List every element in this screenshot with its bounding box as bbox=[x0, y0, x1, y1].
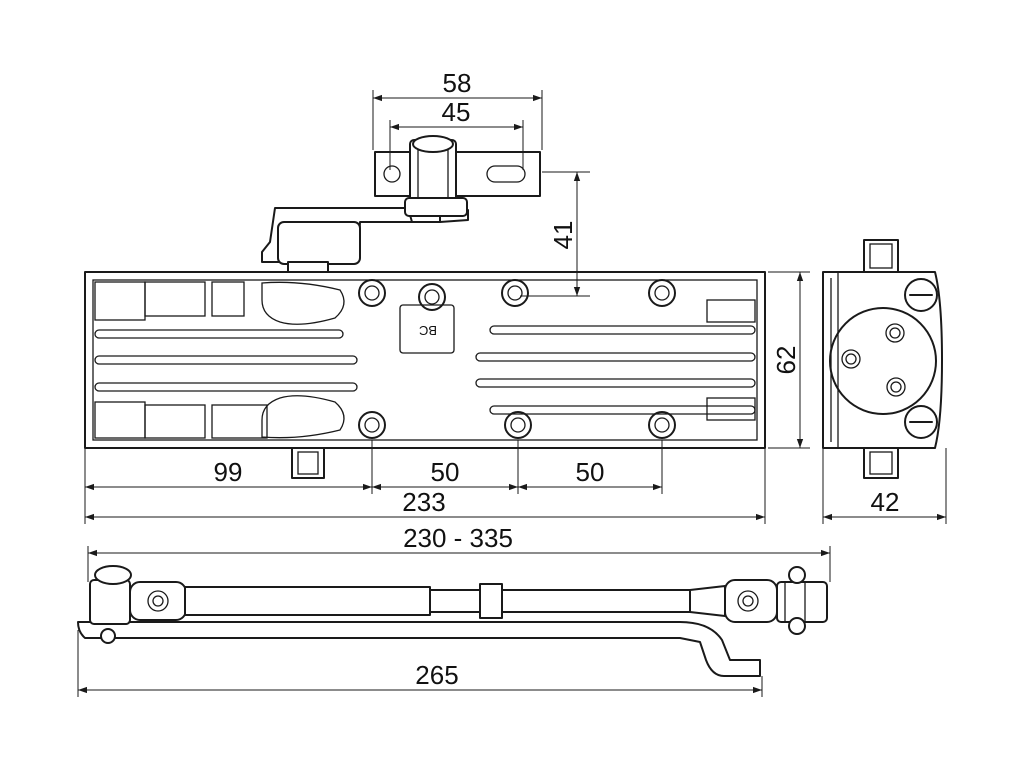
mounting-hole bbox=[418, 283, 446, 311]
closer-body-top-view: BC bbox=[84, 271, 766, 479]
dim-bracket-outer-width: 58 bbox=[443, 68, 472, 98]
dim-hole-spacing-1: 50 bbox=[431, 457, 460, 487]
mounting-hole bbox=[501, 279, 529, 307]
mounting-hole bbox=[358, 279, 386, 307]
dim-offset-first-hole: 99 bbox=[214, 457, 243, 487]
mounting-hole bbox=[358, 411, 386, 439]
dim-body-length: 233 bbox=[402, 487, 445, 517]
mounting-hole bbox=[648, 411, 676, 439]
arm-bracket-top bbox=[261, 135, 541, 273]
mounting-hole bbox=[504, 411, 532, 439]
dim-arm-height: 41 bbox=[548, 221, 578, 250]
dim-hole-spacing-2: 50 bbox=[576, 457, 605, 487]
dimension-lines bbox=[77, 90, 947, 697]
mounting-holes bbox=[358, 279, 676, 439]
mounting-hole bbox=[648, 279, 676, 307]
dim-bracket-hole-spacing: 45 bbox=[442, 97, 471, 127]
dim-arm-rail-length: 265 bbox=[415, 660, 458, 690]
dim-body-depth: 42 bbox=[871, 487, 900, 517]
closer-body-side-view bbox=[822, 239, 943, 479]
plate-mark-label: BC bbox=[419, 323, 437, 338]
dimension-labels: 58 45 41 62 42 99 50 50 233 230 - 335 26… bbox=[214, 68, 900, 690]
dim-arm-span-range: 230 - 335 bbox=[403, 523, 513, 553]
arm-assembly-bottom bbox=[77, 565, 828, 677]
valve-disc bbox=[829, 307, 937, 415]
dim-body-height: 62 bbox=[771, 346, 801, 375]
